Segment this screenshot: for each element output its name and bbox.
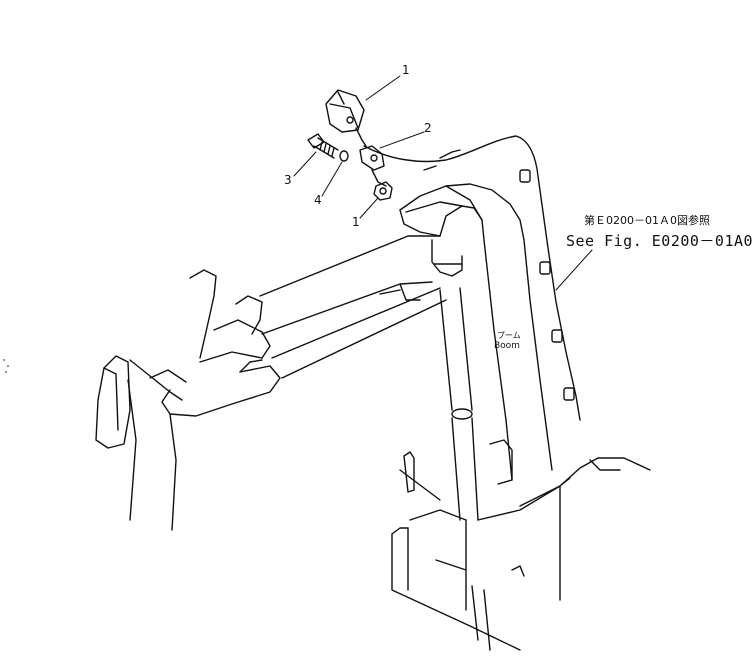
- upper-structure: [391, 439, 651, 651]
- boom-label-japanese: ブーム: [497, 331, 521, 340]
- bolt-icon: [307, 133, 339, 159]
- boom-label-english: Boom: [494, 341, 520, 351]
- nut-icon: [373, 181, 393, 201]
- washer-icon: [339, 150, 349, 162]
- callout-1-lamp: 1: [402, 63, 410, 77]
- scan-dots: [3, 359, 9, 373]
- boom-cylinder: [439, 287, 479, 521]
- bracket-icon: [359, 145, 387, 187]
- callout-4-washer: 4: [314, 193, 322, 207]
- boom-arm: [399, 183, 553, 481]
- reference-japanese: 第Ｅ0200－01Ａ0図参照: [584, 214, 710, 227]
- leader-lines: [293, 75, 593, 291]
- wire-harness: [363, 135, 581, 421]
- reference-english: See Fig. E0200－01A0: [566, 232, 753, 250]
- work-lamp-icon: [325, 89, 367, 147]
- callout-2-bracket: 2: [424, 121, 432, 135]
- callout-1-nut: 1: [352, 215, 360, 229]
- callout-3-bolt: 3: [284, 173, 292, 187]
- arm-member: [259, 235, 447, 379]
- bucket-hand-shape: [95, 269, 281, 531]
